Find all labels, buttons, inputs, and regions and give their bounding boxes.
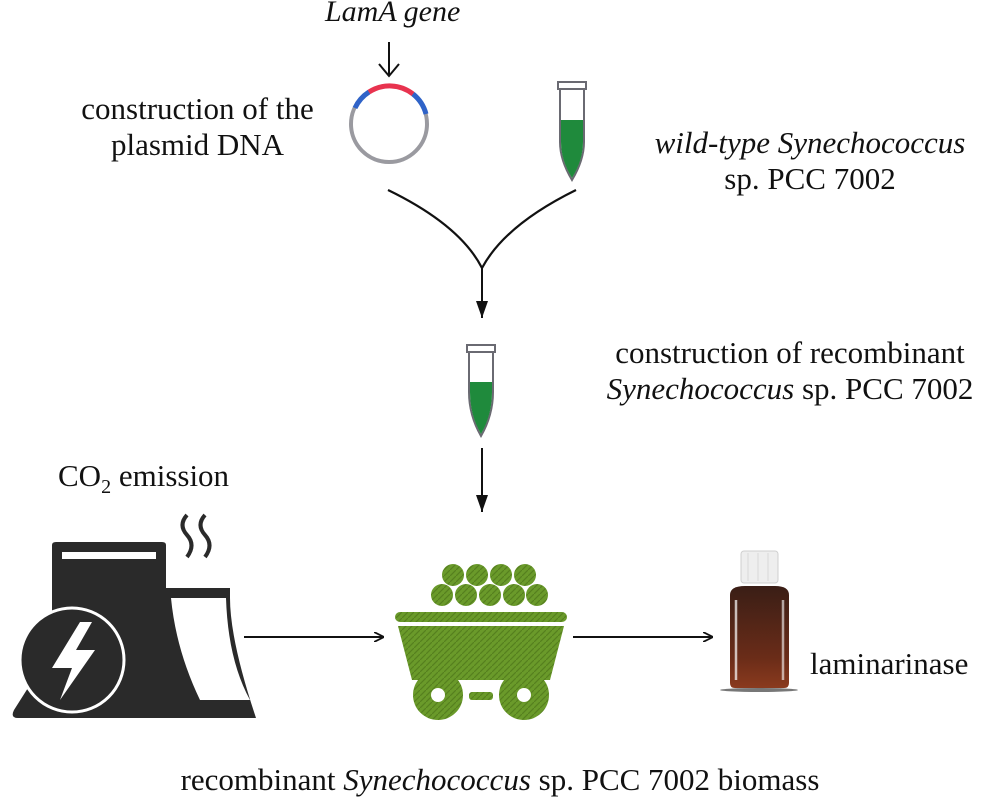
co2-emission-text: emission (111, 458, 230, 493)
gene-label: LamA gene (325, 0, 461, 28)
product-label: laminarinase (810, 646, 969, 681)
plasmid-label-line1: construction of the (81, 91, 314, 126)
merge-arrows (387, 189, 577, 318)
recombinant-species: Synechococcus (606, 371, 795, 406)
factory-icon (12, 513, 256, 718)
plasmid-label-line2: plasmid DNA (110, 127, 285, 162)
biomass-prefix: recombinant (180, 762, 344, 797)
wildtype-label: wild-type Synechococcus sp. PCC 7002 (620, 125, 1000, 197)
biomass-suffix: sp. PCC 7002 biomass (530, 762, 820, 797)
plasmid-icon (349, 83, 429, 164)
recombinant-label-line2: Synechococcus sp. PCC 7002 (585, 371, 995, 407)
co2-formula: CO (58, 458, 102, 493)
tube-icon-wildtype (557, 81, 587, 182)
plasmid-label: construction of the plasmid DNA (55, 91, 340, 163)
biomass-label: recombinant Synechococcus sp. PCC 7002 b… (0, 762, 1000, 798)
co2-subscript: 2 (101, 476, 112, 499)
recombinant-label: construction of recombinant Synechococcu… (585, 335, 995, 407)
wildtype-label-line2: sp. PCC 7002 (724, 161, 896, 196)
biomass-species: Synechococcus (343, 762, 531, 797)
bottle-icon (720, 550, 798, 692)
recombinant-strain: sp. PCC 7002 (794, 371, 974, 406)
tube-icon-recombinant (466, 344, 496, 439)
recombinant-label-line1: construction of recombinant (615, 335, 965, 370)
gene-arrow (378, 42, 400, 78)
wildtype-label-line1: wild-type Synechococcus (654, 125, 966, 160)
mine-cart-icon (395, 564, 567, 720)
co2-label: CO2 emission (58, 458, 229, 505)
